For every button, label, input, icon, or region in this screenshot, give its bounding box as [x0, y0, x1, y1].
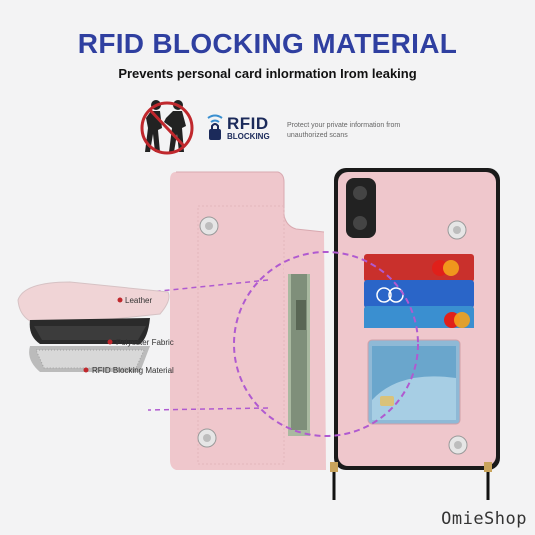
rfid-badge-subtitle: BLOCKING — [227, 132, 270, 141]
no-theft-icon — [140, 100, 194, 155]
rfid-description: Protect your private information from un… — [287, 122, 401, 139]
layer-label-rfid: RFID Blocking Material — [92, 366, 174, 375]
page-subtitle: Prevents personal card inlormation Irom … — [118, 66, 417, 81]
rfid-lock-icon — [207, 114, 223, 140]
layer-label-leather: Leather — [125, 296, 153, 305]
phone-case-image — [17, 168, 500, 500]
watermark: OmieShop — [441, 509, 527, 529]
page-title: RFID BLOCKING MATERIAL — [77, 28, 458, 59]
rfid-badge-title: RFID — [227, 114, 269, 133]
layer-label-polyester: Polyester Fabric — [116, 338, 174, 347]
